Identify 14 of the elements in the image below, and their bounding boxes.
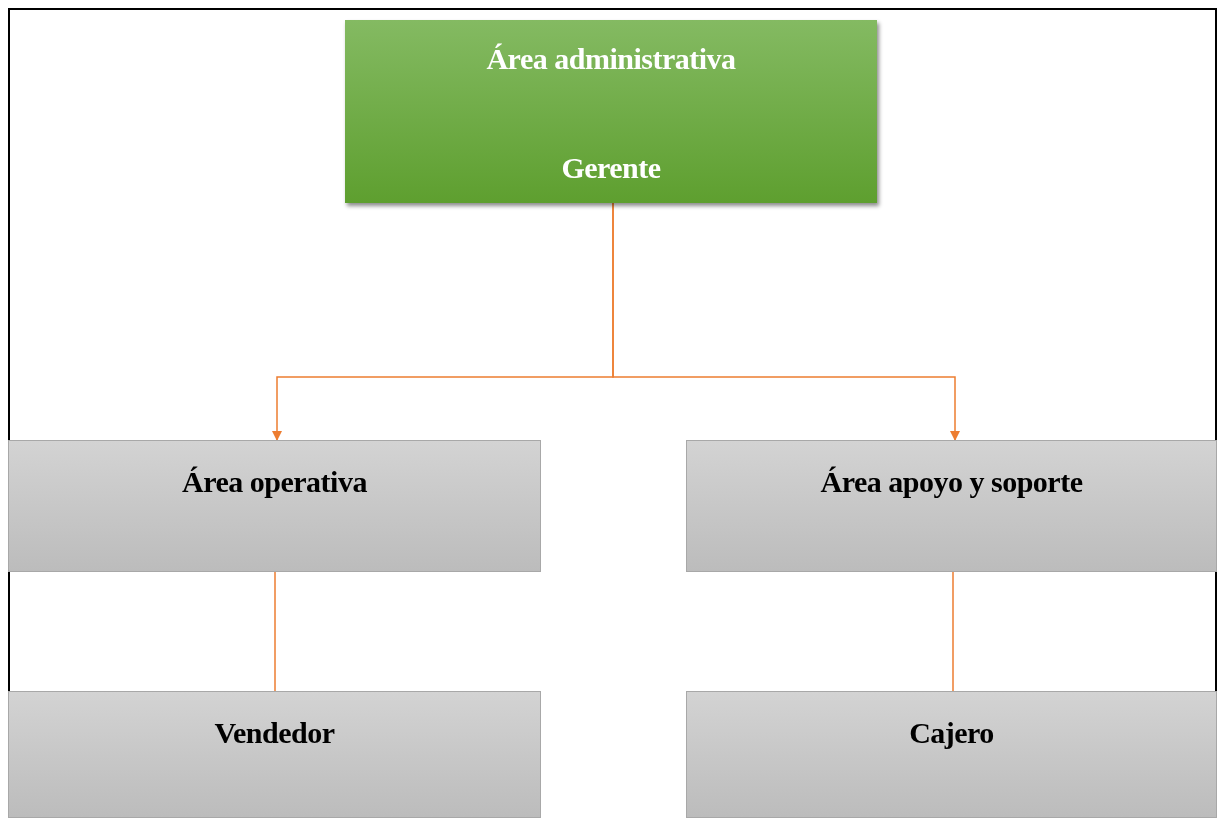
box-title: Área administrativa: [486, 42, 736, 76]
arrow: [612, 202, 960, 441]
department-box: [8, 691, 541, 818]
box-title: Vendedor: [214, 716, 335, 750]
connector-line: [274, 571, 276, 692]
box-title: Área operativa: [182, 465, 367, 499]
department-box: [686, 691, 1217, 818]
box-title: Cajero: [909, 716, 994, 750]
connector-line: [952, 571, 954, 692]
box-title: Área apoyo y soporte: [820, 465, 1083, 499]
box-title: Gerente: [561, 151, 661, 185]
department-box: [686, 440, 1217, 572]
department-box: [8, 440, 541, 572]
manager-box: [345, 20, 877, 203]
